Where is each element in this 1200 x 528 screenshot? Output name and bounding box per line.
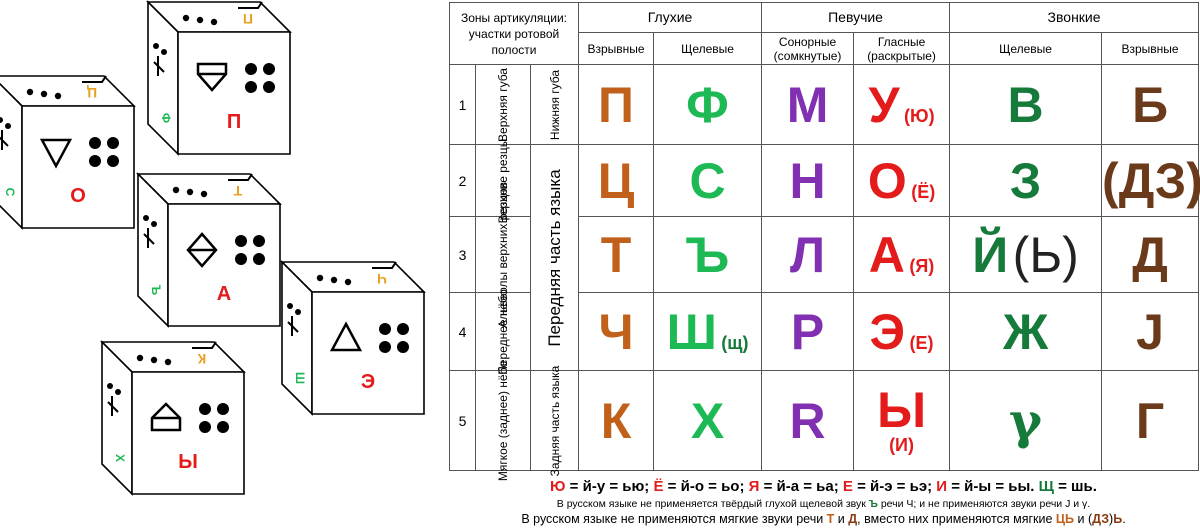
letter-cell: П (598, 76, 634, 133)
letter-cell: А (868, 226, 905, 283)
extra-letter: (щ) (721, 332, 749, 353)
letter-cell: Ч (598, 303, 634, 360)
letter-cell: Ц (597, 152, 635, 209)
letter-cell: Х (690, 392, 725, 449)
row-number: 1 (449, 64, 476, 145)
extra-letter: (Е) (909, 332, 934, 353)
cube: Э Ч Ш (280, 260, 426, 416)
letter-cell: Г (1135, 392, 1165, 449)
cube-top-letter: Ц (86, 85, 97, 101)
letter-cell: Ш (666, 303, 717, 360)
extra-letter: (Ю) (904, 105, 935, 126)
front-tongue-label: Передняя часть языка (544, 168, 564, 347)
lower-lip-label: Нижняя губа (547, 69, 562, 140)
zone-label: Верхняя губа (496, 67, 510, 142)
extra-letter: (Ь) (1012, 226, 1079, 283)
cube-top-letter: Ч (377, 271, 387, 287)
cube-side-letter: С (3, 188, 17, 197)
cube-top-letter: К (197, 351, 206, 367)
row-number: 4 (449, 292, 476, 371)
letter-cell: В (1007, 76, 1044, 133)
letter-cell: Ы (877, 382, 927, 438)
cube-top-letter: Т (233, 183, 242, 199)
letter-cell: Л (789, 226, 826, 283)
letter-cell: З (1009, 152, 1042, 209)
letter-cell: Б (1132, 76, 1169, 133)
sub-plosive: Взрывные (578, 32, 655, 65)
group-voiceless: Глухие (578, 2, 763, 33)
letter-cell: Д (1132, 226, 1168, 283)
cube-side-letter: Ш (293, 372, 307, 384)
cube-side-letter: Х (113, 454, 127, 462)
sub-fricative-voiced: Щелевые (949, 32, 1103, 65)
table-row: 4 Переднее нёбо Ч Ш (щ) Р Э (Е) Ж J (449, 289, 1200, 374)
cube-illustrations: П П Ф О Ц С А Т Ъ Э Ч Ш Ы К Х (0, 0, 426, 496)
table-row: 2 Верхние резцы Передняя часть языка Ц С… (449, 138, 1200, 371)
letter-cell: К (600, 392, 632, 449)
letter-cell: Ж (1002, 303, 1049, 360)
row-number: 2 (449, 144, 476, 217)
sub-plosive-voiced: Взрывные (1101, 32, 1200, 65)
letter-cell: Э (869, 303, 906, 360)
extra-letter: (И) (889, 435, 914, 455)
footer-line-2: В русском языке не применяется твёрдый г… (556, 498, 1091, 510)
letter-cell: J (1136, 303, 1164, 360)
letter-cell: Ъ (685, 226, 730, 283)
row-number: 5 (449, 370, 476, 471)
letter-cell: С (689, 152, 726, 209)
cube-letter: А (217, 283, 231, 305)
cube-side-letter: Ф (159, 113, 173, 123)
letter-cell: Т (600, 226, 632, 283)
group-voiced: Звонкие (949, 2, 1200, 33)
letter-cell: У (868, 76, 900, 133)
zone-label: Мягкое (заднее) нёбо (496, 360, 510, 481)
letter-cell: Ф (686, 76, 729, 133)
letter-cell: М (786, 76, 829, 133)
table-row: 5 Мягкое (заднее) нёбо Задняя часть язык… (449, 360, 1200, 481)
cube: О Ц С (0, 75, 136, 230)
cube: Ы К Х (100, 340, 246, 496)
letter-cell: Н (789, 152, 826, 209)
zones-header: Зоны артикуляции: участки ротовой полост… (448, 2, 580, 65)
footer-notes: Ю = й-у = ью; Ё = й-о = ьо; Я = й-а = ьа… (449, 477, 1198, 527)
sub-vowel: Гласные (раскрытые) (853, 32, 951, 65)
letter-cell: γ (1009, 390, 1043, 450)
cube: П П Ф (146, 0, 292, 156)
cube-letter: О (70, 185, 86, 207)
letter-cell: (ДЗ) (1102, 152, 1200, 209)
letter-cell: Р (790, 303, 825, 360)
letter-cell: R (789, 392, 826, 449)
letter-cell: О (867, 152, 907, 209)
cube-letter: П (227, 111, 241, 133)
table-row: 1 Верхняя губа Нижняя губа П Ф М У (Ю) В… (449, 64, 1200, 145)
table-row: 3 Альвеолы верхних резцов Т Ъ Л А (Я) Й … (449, 181, 1200, 328)
articulation-table: Зоны артикуляции: участки ротовой полост… (448, 2, 1200, 481)
cube: А Т Ъ (136, 172, 282, 328)
extra-letter: (Я) (909, 255, 935, 276)
extra-letter: (Ё) (911, 181, 936, 202)
footer-line-1: Ю = й-у = ью; Ё = й-о = ьо; Я = й-а = ьа… (550, 478, 1097, 495)
group-melodic: Певучие (761, 2, 951, 33)
cube-letter: Э (361, 371, 375, 393)
back-tongue-label: Задняя часть языка (547, 365, 562, 476)
letter-cell: Й (972, 226, 1009, 283)
row-number: 3 (449, 216, 476, 293)
cube-side-letter: Ъ (149, 285, 163, 296)
sub-fricative: Щелевые (653, 32, 763, 65)
footer-line-3: В русском языке не применяются мягкие зв… (521, 512, 1126, 526)
sub-sonorant: Сонорные (сомкнутые) (761, 32, 855, 65)
cube-top-letter: П (243, 11, 253, 27)
cube-letter: Ы (178, 451, 198, 473)
